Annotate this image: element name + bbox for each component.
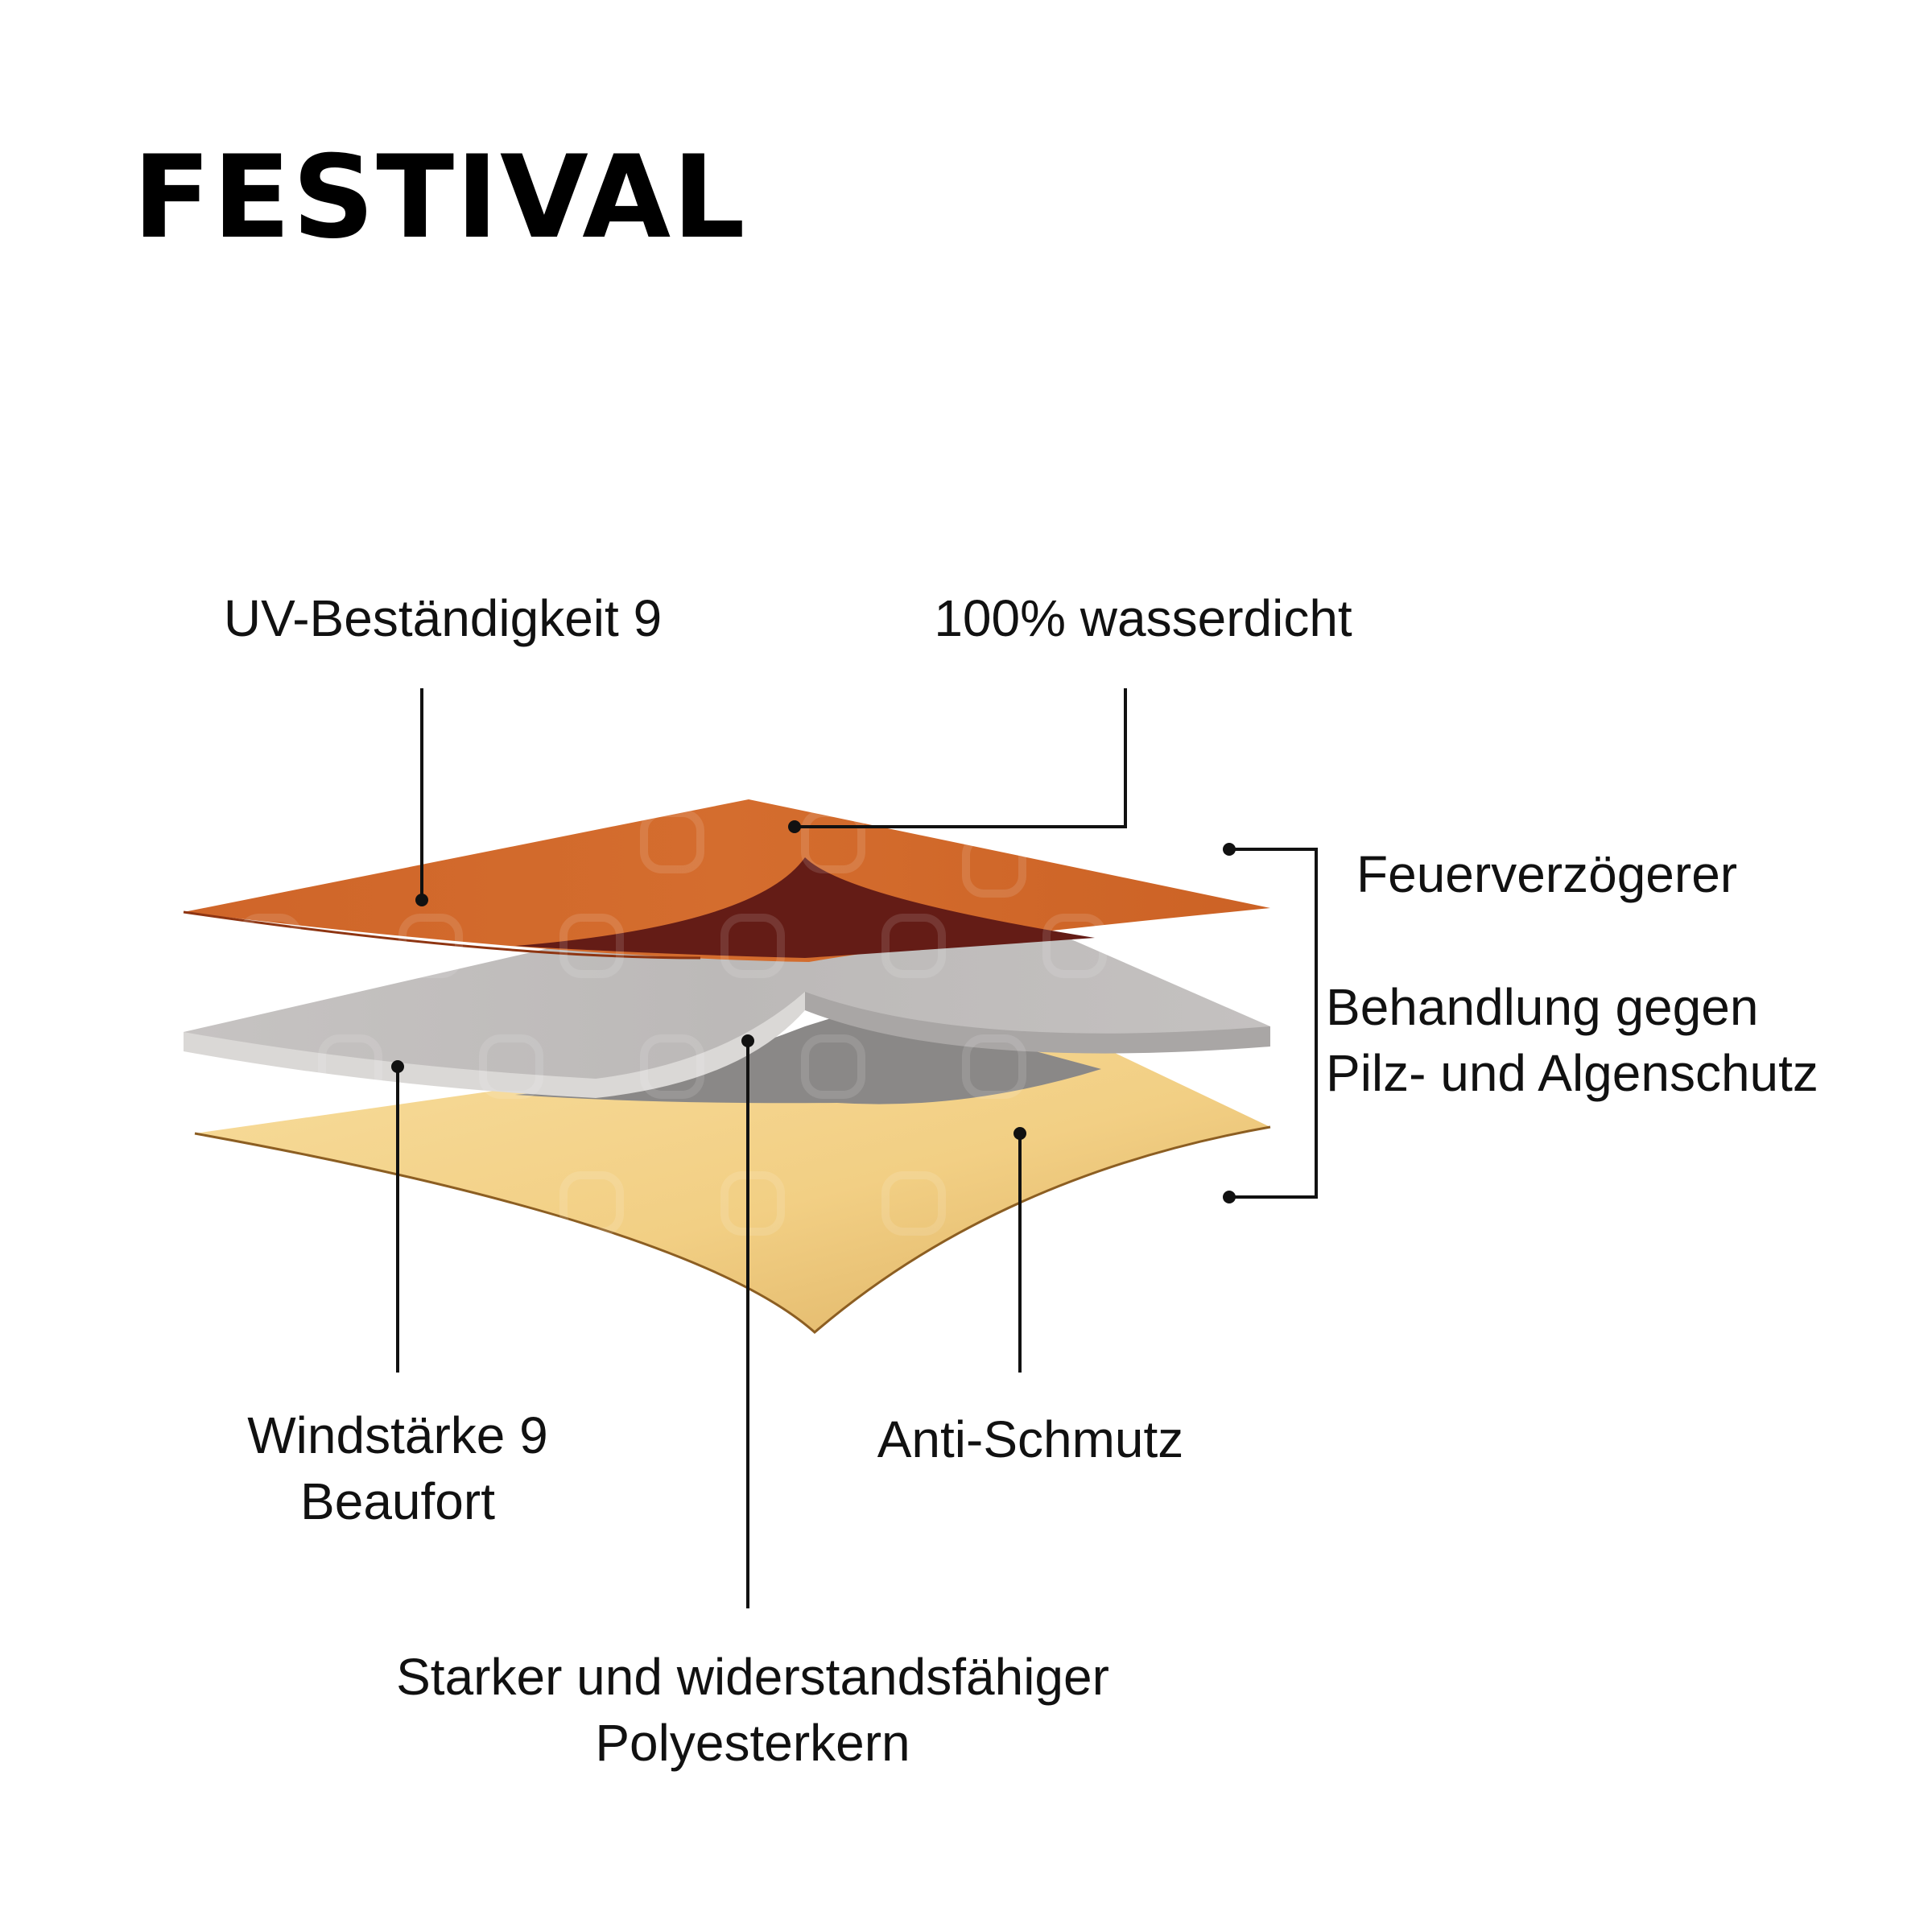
label-anti-dirt: Anti-Schmutz [789, 1406, 1272, 1472]
label-dirt-text: Anti-Schmutz [877, 1410, 1184, 1468]
callout-lines [396, 688, 1318, 1608]
top-layer-underside [515, 857, 1095, 958]
label-wind-force: Windstärke 9 Beaufort [156, 1402, 639, 1534]
label-fungus-line1: Behandlung gegen [1326, 978, 1759, 1036]
bottom-layer [194, 1046, 1271, 1334]
label-fungus-treatment: Behandlung gegen Pilz- und Algenschutz [1326, 974, 1818, 1106]
watermark-pattern [237, 809, 1107, 1236]
callout-core-dot [741, 1034, 754, 1047]
callout-bracket-bottom-dot [1223, 1191, 1236, 1203]
callout-bracket-top-dot [1223, 843, 1236, 856]
middle-layer-right-edge [805, 992, 1270, 1054]
label-uv-resistance: UV-Beständigkeit 9 [185, 585, 700, 651]
middle-layer-front-edge [184, 992, 805, 1098]
callout-waterproof-dot [788, 820, 801, 833]
callout-dirt-dot [1013, 1127, 1026, 1140]
label-core-line1: Starker und widerstandsfähiger [396, 1648, 1109, 1706]
page-title: FESTIVAL [133, 131, 747, 264]
label-fire-text: Feuerverzögerer [1356, 845, 1738, 903]
label-polyester-core: Starker und widerstandsfähiger Polyester… [310, 1644, 1195, 1776]
bottom-layer-sheet [195, 1046, 1270, 1332]
label-fire-retardant: Feuerverzögerer [1356, 841, 1737, 907]
label-uv-text: UV-Beständigkeit 9 [223, 589, 663, 647]
label-fungus-line2: Pilz- und Algenschutz [1326, 1044, 1818, 1102]
callout-uv-dot [415, 894, 428, 906]
callout-bracket-line [1229, 848, 1318, 1199]
label-wind-line1: Windstärke 9 [247, 1406, 548, 1464]
bottom-layer-edge [194, 1125, 1271, 1334]
callout-dots [391, 820, 1236, 1203]
top-layer-edge [183, 910, 701, 960]
label-core-line2: Polyesterkern [595, 1714, 910, 1772]
callout-waterproof-line [795, 688, 1127, 828]
middle-layer [184, 934, 1270, 1104]
label-waterproof: 100% wasserdicht [886, 585, 1401, 651]
callout-wind-dot [391, 1060, 404, 1073]
top-layer [183, 799, 1270, 962]
label-waterproof-text: 100% wasserdicht [934, 589, 1352, 647]
label-wind-line2: Beaufort [300, 1472, 495, 1530]
middle-layer-sheet [184, 934, 1270, 1095]
